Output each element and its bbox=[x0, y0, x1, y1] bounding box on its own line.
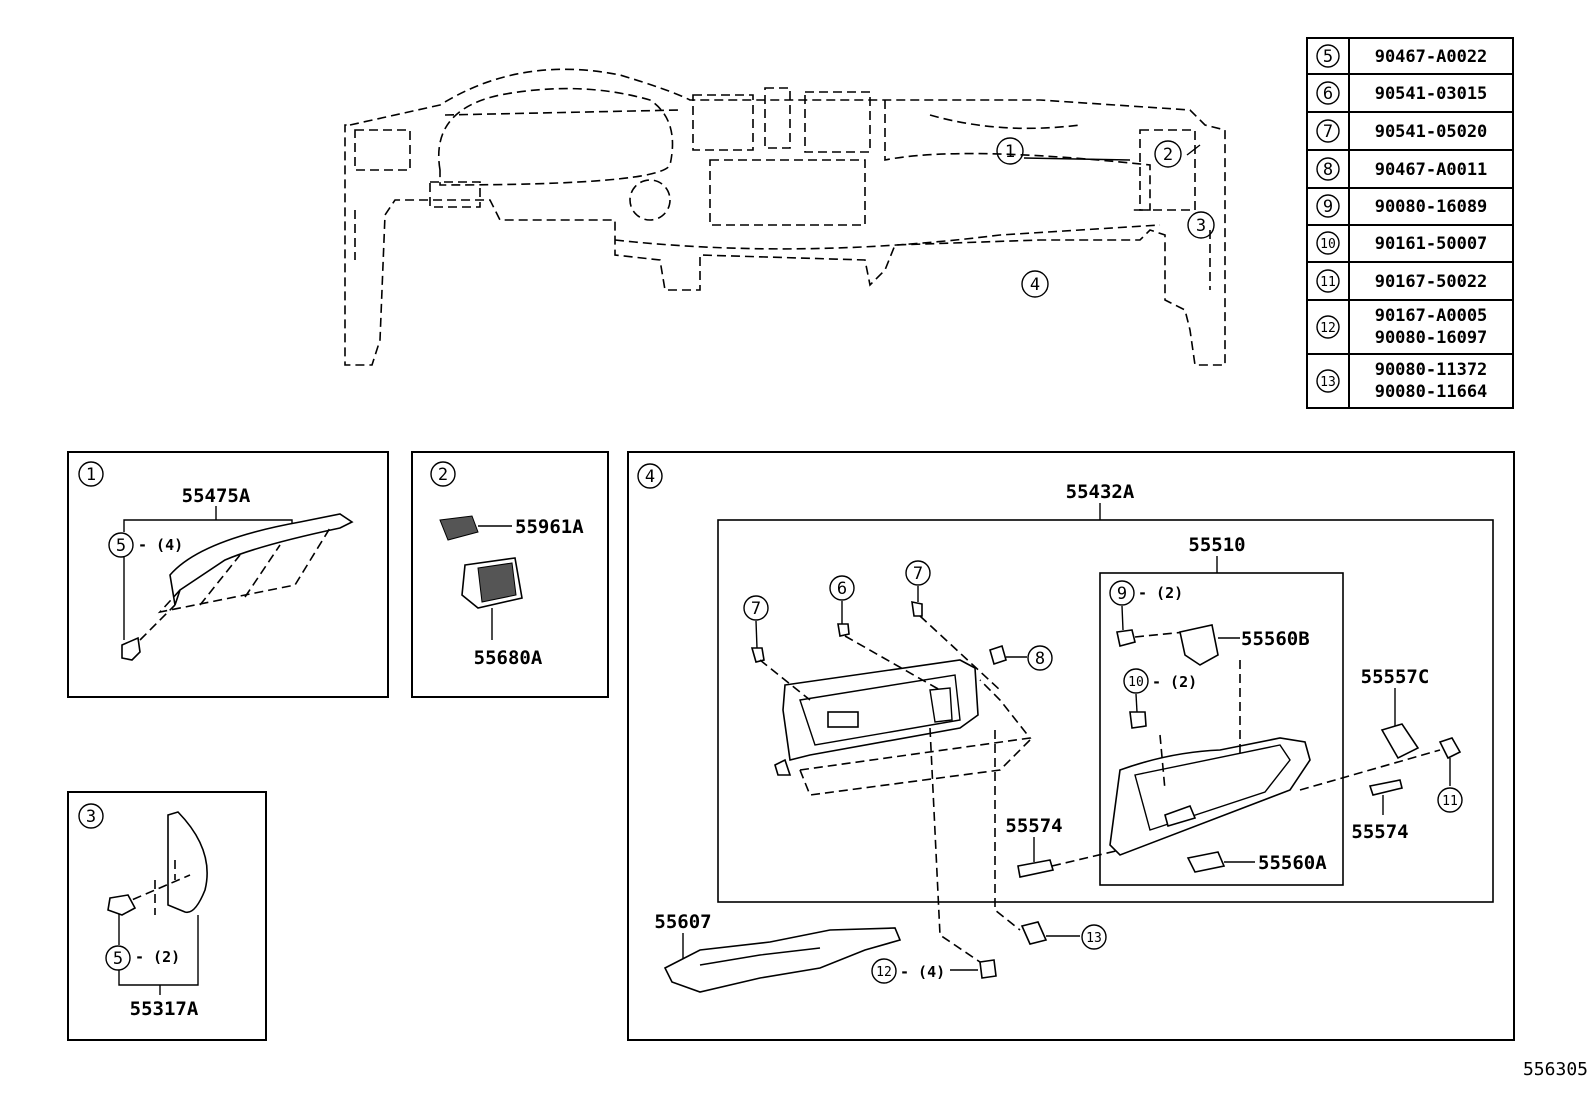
svg-text:4: 4 bbox=[1030, 275, 1040, 295]
svg-text:90080-11664: 90080-11664 bbox=[1375, 382, 1488, 402]
overview-callout-2: 2 bbox=[1154, 140, 1182, 168]
svg-text:9: 9 bbox=[1323, 197, 1333, 217]
table-row: 10 90161-50007 bbox=[1316, 231, 1488, 255]
table-row: 12 90167-A0005 90080-16097 bbox=[1316, 306, 1488, 348]
overview-callout-4: 4 bbox=[1021, 270, 1049, 298]
svg-text:- (2): - (2) bbox=[1152, 673, 1197, 691]
table-row: 5 90467-A0022 bbox=[1316, 44, 1488, 68]
panel-4-ref: 4 bbox=[645, 467, 655, 487]
svg-text:7: 7 bbox=[913, 564, 923, 584]
svg-text:90080-11372: 90080-11372 bbox=[1375, 360, 1488, 380]
svg-text:7: 7 bbox=[751, 599, 761, 619]
part-55432A-label: 55432A bbox=[1066, 481, 1135, 503]
callout-13: 13 bbox=[1020, 921, 1107, 950]
diagram-code: 556305 bbox=[1523, 1059, 1588, 1080]
svg-text:9: 9 bbox=[1117, 584, 1127, 604]
dashboard-overview bbox=[344, 68, 1226, 366]
callout-7-right: 7 bbox=[905, 560, 1001, 691]
panel-1-fastener-ref: 5 bbox=[116, 536, 126, 556]
svg-text:- (2): - (2) bbox=[1138, 584, 1183, 602]
callout-7-left: 7 bbox=[743, 595, 811, 701]
table-row: 13 90080-11372 90080-11664 bbox=[1316, 360, 1488, 402]
part-55961A-label: 55961A bbox=[515, 516, 584, 538]
callout-8: 8 bbox=[989, 644, 1053, 671]
part-55607-label: 55607 bbox=[654, 911, 711, 933]
part-55680A-label: 55680A bbox=[474, 647, 543, 669]
callout-6: 6 bbox=[829, 575, 941, 691]
svg-text:12: 12 bbox=[1320, 321, 1336, 336]
svg-text:90167-50022: 90167-50022 bbox=[1375, 272, 1488, 292]
svg-text:90467-A0011: 90467-A0011 bbox=[1375, 160, 1488, 180]
svg-text:11: 11 bbox=[1442, 794, 1458, 809]
overview-callout-3: 3 bbox=[1187, 211, 1215, 239]
svg-text:90080-16089: 90080-16089 bbox=[1375, 197, 1488, 217]
svg-text:- (4): - (4) bbox=[900, 963, 945, 981]
part-55560A-label: 55560A bbox=[1258, 852, 1327, 874]
panel-1-qty: - (4) bbox=[138, 536, 183, 554]
svg-text:10: 10 bbox=[1320, 237, 1336, 252]
svg-text:1: 1 bbox=[1005, 142, 1015, 162]
svg-text:8: 8 bbox=[1035, 649, 1045, 669]
panel-3-ref: 3 bbox=[86, 807, 96, 827]
overview-callout-1: 1 bbox=[996, 137, 1024, 165]
svg-text:6: 6 bbox=[837, 579, 847, 599]
svg-text:11: 11 bbox=[1320, 275, 1336, 290]
svg-text:90161-50007: 90161-50007 bbox=[1375, 234, 1488, 254]
callout-10: 10 - (2) bbox=[1123, 668, 1197, 729]
detail-panel-2: 2 55961A 55680A bbox=[411, 451, 609, 698]
detail-panel-4: 4 55432A 55510 7 6 bbox=[627, 451, 1515, 1041]
table-row: 11 90167-50022 bbox=[1316, 269, 1488, 293]
svg-text:90541-03015: 90541-03015 bbox=[1375, 84, 1488, 104]
part-55557C-label: 55557C bbox=[1361, 666, 1430, 688]
callout-12: 12 - (4) bbox=[871, 958, 997, 984]
part-55317A-label: 55317A bbox=[130, 998, 199, 1020]
svg-text:7: 7 bbox=[1323, 122, 1333, 142]
table-row: 9 90080-16089 bbox=[1316, 194, 1488, 218]
part-55560B-label: 55560B bbox=[1241, 628, 1310, 650]
part-number-table: 5 90467-A0022 6 90541-03015 7 90541-0502… bbox=[1306, 37, 1514, 409]
table-row: 7 90541-05020 bbox=[1316, 119, 1488, 143]
panel-3-qty: - (2) bbox=[135, 948, 180, 966]
part-55574-left-label: 55574 bbox=[1005, 815, 1062, 837]
svg-text:90467-A0022: 90467-A0022 bbox=[1375, 47, 1488, 67]
svg-text:3: 3 bbox=[1196, 216, 1206, 236]
detail-panel-3: 3 5 - (2) 55317A bbox=[67, 791, 267, 1041]
svg-text:2: 2 bbox=[1163, 145, 1173, 165]
svg-text:12: 12 bbox=[876, 965, 892, 980]
svg-text:6: 6 bbox=[1323, 84, 1333, 104]
panel-1-ref: 1 bbox=[86, 465, 96, 485]
part-55510-label: 55510 bbox=[1188, 534, 1245, 556]
svg-text:90080-16097: 90080-16097 bbox=[1375, 328, 1488, 348]
svg-text:8: 8 bbox=[1323, 160, 1333, 180]
svg-text:90167-A0005: 90167-A0005 bbox=[1375, 306, 1488, 326]
part-55475A-label: 55475A bbox=[182, 485, 251, 507]
detail-panel-1: 1 55475A 5 - (4) bbox=[67, 451, 389, 698]
table-row: 6 90541-03015 bbox=[1316, 81, 1488, 105]
svg-text:10: 10 bbox=[1128, 675, 1144, 690]
callout-9: 9 - (2) bbox=[1109, 580, 1186, 647]
panel-3-fastener-ref: 5 bbox=[113, 949, 123, 969]
part-55574-right-label: 55574 bbox=[1351, 821, 1408, 843]
callout-11: 11 bbox=[1437, 737, 1463, 813]
panel-2-ref: 2 bbox=[438, 465, 448, 485]
svg-text:13: 13 bbox=[1086, 931, 1102, 946]
svg-text:5: 5 bbox=[1323, 47, 1333, 67]
table-row: 8 90467-A0011 bbox=[1316, 157, 1488, 181]
svg-text:13: 13 bbox=[1320, 375, 1336, 390]
svg-text:90541-05020: 90541-05020 bbox=[1375, 122, 1488, 142]
